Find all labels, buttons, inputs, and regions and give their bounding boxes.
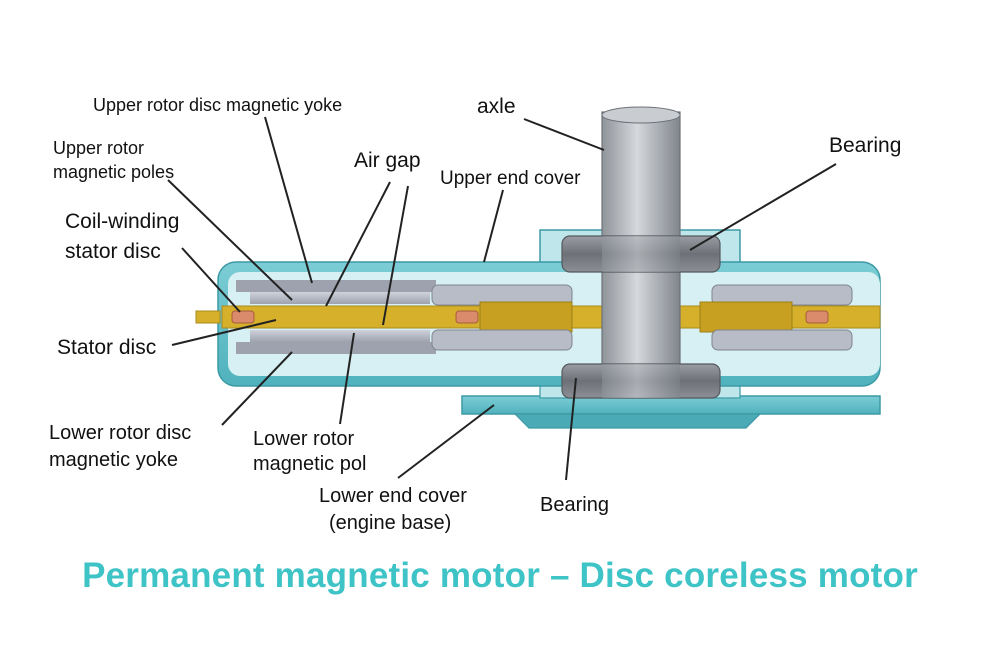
leader-lines [167, 116, 837, 481]
label-lower-yoke-line2: magnetic yoke [49, 449, 178, 471]
label-bearing-bottom: Bearing [540, 494, 609, 516]
label-lower-cover-line1: Lower end cover [319, 485, 467, 507]
label-upper-yoke: Upper rotor disc magnetic yoke [93, 95, 342, 115]
diagram-labels: Upper rotor disc magnetic yoke Upper rot… [49, 95, 901, 534]
leader-lower-pole [339, 332, 355, 425]
leader-stator [171, 319, 277, 346]
leader-upper-poles [167, 179, 293, 301]
leader-air-gap-2 [382, 185, 409, 326]
leader-air-gap-1 [325, 181, 391, 307]
upper-rotor [236, 280, 853, 306]
label-lower-cover-line2: (engine base) [329, 512, 451, 534]
coil-windings [231, 310, 829, 324]
bearing-lower [561, 363, 721, 399]
leader-bearing-bottom [565, 377, 577, 481]
leader-bearing-top [689, 163, 837, 251]
label-coil-line1: Coil-winding [65, 210, 179, 233]
label-bearing-top: Bearing [829, 134, 901, 157]
leader-upper-yoke [264, 116, 313, 284]
lower-rotor [236, 329, 853, 354]
caption-title: Permanent magnetic motor – Disc coreless… [82, 556, 918, 595]
label-lower-pole-line1: Lower rotor [253, 428, 354, 450]
label-axle: axle [477, 95, 516, 118]
stator-disc [221, 301, 881, 333]
label-air-gap: Air gap [354, 149, 421, 172]
bearing-upper [561, 235, 721, 273]
label-upper-end-cover: Upper end cover [440, 168, 581, 189]
leader-lower-cover [397, 404, 495, 479]
label-lower-yoke-line1: Lower rotor disc [49, 422, 191, 444]
label-stator-disc: Stator disc [57, 336, 156, 359]
leader-axle [523, 118, 605, 151]
leader-upper-end-cover [483, 189, 504, 263]
label-coil-line2: stator disc [65, 240, 161, 263]
leader-lower-yoke [221, 351, 293, 426]
label-upper-poles-line1: Upper rotor [53, 138, 144, 158]
label-lower-pole-line2: magnetic pol [253, 453, 366, 475]
leader-coil [181, 247, 241, 313]
label-upper-poles-line2: magnetic poles [53, 162, 174, 182]
